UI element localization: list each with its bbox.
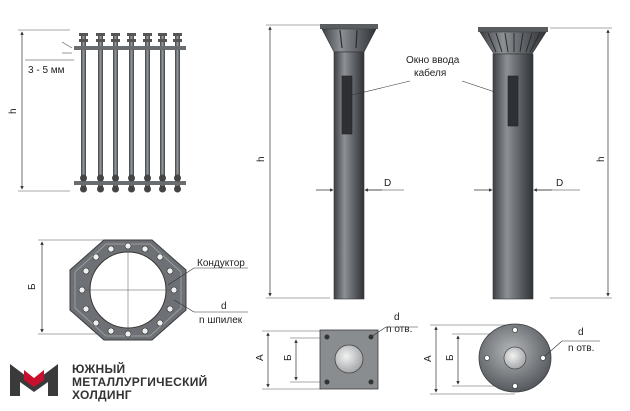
square-plate-drawing: А Б d n отв.	[255, 312, 418, 390]
a-dimension-label-round: А	[423, 355, 434, 362]
b-dimension-label-square: Б	[283, 354, 294, 361]
cable-window-label-line1: Окно ввода	[406, 55, 460, 66]
d-label-round: d	[578, 327, 584, 338]
conductor-label: Кондуктор	[197, 258, 245, 269]
d-label-ring: d	[221, 301, 227, 312]
anchor-cage-drawing: h 3 - 5 мм	[8, 29, 186, 193]
h-dimension-label-cage: h	[8, 108, 19, 114]
d-dimension-label-pillar-2: D	[556, 178, 563, 189]
h-dimension-label-pillar-1: h	[256, 156, 267, 162]
company-logo: ЮЖНЫЙ МЕТАЛЛУРГИЧЕСКИЙ ХОЛДИНГ	[10, 361, 208, 402]
d-dimension-label-pillar-1: D	[384, 178, 391, 189]
stud-holes	[78, 242, 178, 338]
cable-window-2	[507, 75, 519, 127]
b-dimension-label-ring: Б	[27, 283, 38, 290]
n-holes-label-square: n отв.	[386, 324, 412, 335]
logo-line-3: ХОЛДИНГ	[72, 388, 132, 402]
pillar-1-drawing: h D	[256, 24, 404, 300]
d-label-square: d	[394, 312, 400, 323]
conductor-ring-drawing: Б Кондуктор d n шпилек	[27, 239, 248, 341]
logo-line-1: ЮЖНЫЙ	[72, 361, 125, 376]
anchor-rods	[74, 33, 186, 193]
pillar-2-drawing: h D	[474, 27, 612, 300]
n-holes-label-round: n отв.	[568, 343, 594, 354]
b-dimension-label-round: Б	[445, 354, 456, 361]
h-dimension-label-pillar-2: h	[596, 156, 607, 162]
cable-window-1	[341, 75, 353, 135]
a-dimension-label-square: А	[255, 354, 266, 361]
cable-window-callout: Окно ввода кабеля	[351, 55, 511, 98]
gap-dimension-label: 3 - 5 мм	[28, 65, 65, 76]
round-plate-drawing: А Б d n отв.	[423, 323, 600, 395]
logo-line-2: МЕТАЛЛУРГИЧЕСКИЙ	[72, 374, 208, 389]
logo-mark	[10, 364, 58, 396]
cable-window-label-line2: кабеля	[414, 67, 446, 79]
n-studs-label: n шпилек	[199, 315, 243, 326]
